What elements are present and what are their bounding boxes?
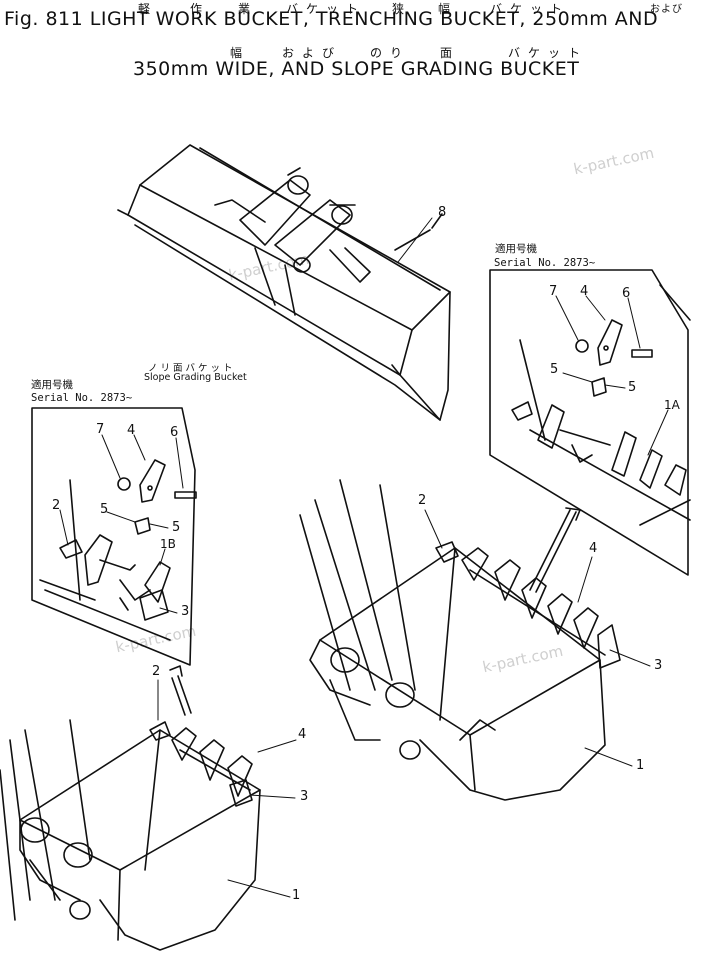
slope-grading-bucket [117,144,451,421]
figure-title-line2: 350mm WIDE, AND SLOPE GRADING BUCKET [133,58,580,80]
light-work-bucket-left [0,665,261,951]
trenching-bucket-right [299,479,621,801]
inset-left-frame [31,407,196,666]
title-ruby: 業 [238,2,259,16]
title-ruby: および [282,46,343,60]
callout-number: 3 [181,604,190,619]
callout-number: 4 [580,284,589,299]
callout-number: 4 [589,541,598,556]
title-ruby: 面 [440,46,461,60]
inset-left-serial: Serial No. 2873~ [31,392,133,404]
title-ruby: 幅 [438,2,459,16]
inset-right-frame [489,269,689,576]
inset-left-serial-jp: 適用号機 [31,379,73,391]
callout-number: 6 [170,425,179,440]
title-ruby: および [650,4,683,15]
callout-number: 2 [418,493,427,508]
callout-number: 6 [622,286,631,301]
title-ruby: バケット [490,2,571,16]
title-ruby: バケット [286,2,367,16]
callout-number: 4 [127,423,136,438]
callout-number: 1B [160,537,176,551]
callout-number: 7 [96,422,105,437]
title-ruby: 軽 [138,2,159,16]
leader-lines [59,217,669,898]
callout-number: 1 [292,888,301,903]
callout-number: 8 [438,205,447,220]
callout-number: 5 [100,502,109,517]
title-ruby: 幅 [230,46,251,60]
inset-left-parts [39,459,197,641]
slope-caption-jp: ノリ面バケット [148,363,236,374]
inset-right-parts [511,284,691,526]
inset-right-serial: Serial No. 2873~ [494,257,596,269]
callout-number: 5 [628,380,637,395]
callout-number: 1A [664,398,680,412]
callout-number: 2 [152,664,161,679]
title-ruby: 狭 [392,2,413,16]
title-ruby: 作 [190,2,211,16]
callout-number: 7 [549,284,558,299]
callout-number: 5 [550,362,559,377]
figure-title-line1: Fig. 811 LIGHT WORK BUCKET, TRENCHING BU… [4,8,659,30]
callout-number: 3 [654,658,663,673]
callout-number: 3 [300,789,309,804]
callout-number: 1 [636,758,645,773]
callout-number: 5 [172,520,181,535]
slope-caption-en: Slope Grading Bucket [144,372,247,383]
callout-number: 2 [52,498,61,513]
callout-number: 4 [298,727,307,742]
title-ruby: バケット [508,46,589,60]
inset-right-serial-jp: 適用号機 [495,243,537,255]
title-ruby: のり [370,46,411,60]
